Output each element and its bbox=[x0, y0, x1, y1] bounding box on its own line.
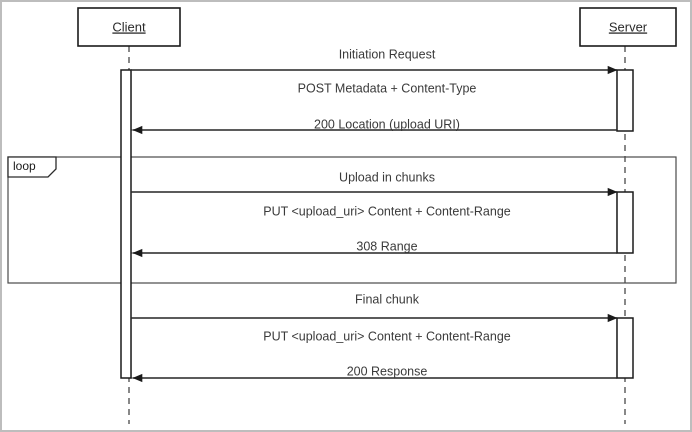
msg-put-chunk-label: PUT <upload_uri> Content + Content-Range bbox=[263, 204, 511, 218]
participants-layer: Client Server bbox=[77, 7, 677, 47]
participant-box-server[interactable] bbox=[579, 7, 677, 47]
client-activation bbox=[120, 69, 132, 379]
msg-200-response-label: 200 Response bbox=[347, 364, 428, 378]
msg-post-metadata-label: POST Metadata + Content-Type bbox=[298, 81, 477, 95]
participant-label-server: Server bbox=[609, 19, 648, 34]
group-final-note-label: Final chunk bbox=[355, 292, 420, 306]
loop-fragment-layer: loop bbox=[7, 156, 677, 284]
loop-fragment-tab bbox=[7, 156, 57, 178]
group-initiation-note-label: Initiation Request bbox=[339, 47, 436, 61]
participant-label-client: Client bbox=[112, 19, 146, 34]
loop-fragment-box bbox=[7, 156, 677, 284]
msg-200-location-label: 200 Location (upload URI) bbox=[314, 117, 460, 131]
messages-layer: POST Metadata + Content-Type 200 Location… bbox=[131, 65, 618, 383]
server-activation-2 bbox=[616, 191, 634, 254]
server-activation-3 bbox=[616, 317, 634, 379]
participant-box-client[interactable] bbox=[77, 7, 181, 47]
activations-layer bbox=[120, 69, 634, 379]
msg-put-final-chunk-label: PUT <upload_uri> Content + Content-Range bbox=[263, 329, 511, 343]
server-activation-1 bbox=[616, 69, 634, 132]
msg-308-range-label: 308 Range bbox=[356, 239, 417, 253]
loop-fragment-label: loop bbox=[13, 159, 36, 173]
group-chunk-note-label: Upload in chunks bbox=[339, 170, 435, 184]
